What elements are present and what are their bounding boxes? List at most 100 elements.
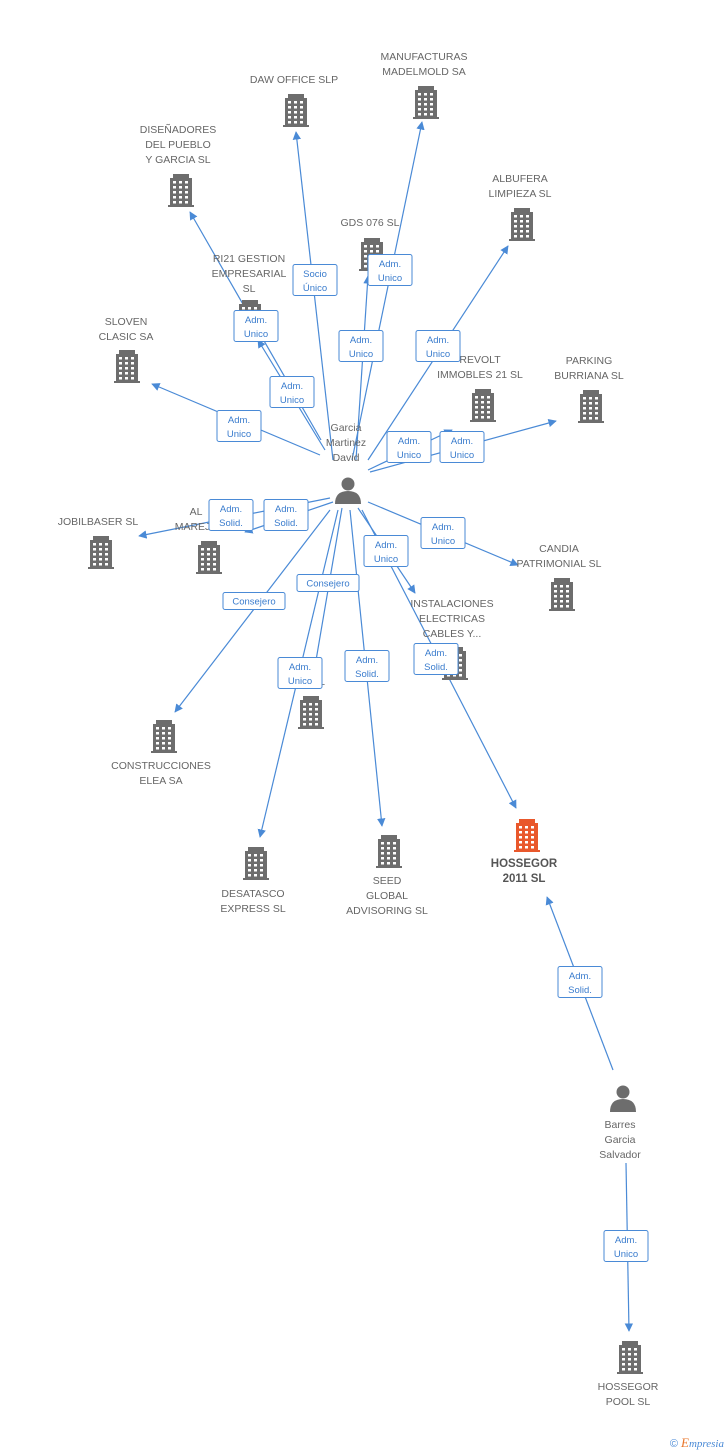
node-label-line: Martinez — [326, 437, 366, 449]
edge-garcia-to-tresl — [310, 507, 343, 679]
node-label-line: REVOLT — [459, 354, 501, 366]
role-tag-text: Adm. — [615, 1235, 637, 1246]
role-tag-text: Único — [303, 283, 327, 294]
role-tag-text: Unico — [426, 349, 450, 360]
role-tag-text: Solid. — [219, 518, 243, 529]
role-tag-garcia-gds[interactable]: Adm.Unico — [338, 330, 384, 362]
role-tag-barres-hossegorpool[interactable]: Adm. Unico — [603, 1230, 649, 1262]
building-icon — [168, 174, 194, 207]
role-tag-text: Unico — [614, 1249, 638, 1260]
role-tag-garcia-instalaciones[interactable]: Adm.Unico — [363, 535, 409, 567]
node-label-line: MADELMOLD SA — [382, 66, 465, 78]
company-node-revolt[interactable]: REVOLT IMMOBLES 21 SL — [437, 354, 523, 422]
role-tag-box — [338, 330, 384, 362]
role-tag-garcia-tresl[interactable]: Consejero — [296, 574, 360, 592]
role-tag-garcia-albufera[interactable]: Adm.Unico — [415, 330, 461, 362]
node-label-line: IMMOBLES 21 SL — [437, 369, 523, 381]
role-tag-box — [557, 966, 603, 998]
role-tag-garcia-alto[interactable]: Adm.Solid. — [263, 499, 309, 531]
building-icon — [151, 720, 177, 753]
node-label-line: Barres — [605, 1119, 636, 1131]
node-label-line: INSTALACIONES — [410, 598, 493, 610]
node-label-line: DISEÑADORES — [140, 123, 216, 136]
role-tag-text: Unico — [397, 450, 421, 461]
node-label-line: SL — [243, 283, 256, 295]
role-tag-garcia-desatasco[interactable]: Adm.Unico — [277, 657, 323, 689]
role-tag-box — [363, 535, 409, 567]
role-tag-text: Solid. — [568, 985, 592, 996]
role-tag-box — [386, 431, 432, 463]
role-tag-garcia-ri21[interactable]: Adm.Unico — [269, 376, 315, 408]
role-tag-text: Adm. — [220, 504, 242, 515]
role-tag-box — [413, 643, 459, 675]
role-tag-box — [233, 310, 279, 342]
node-label-line: PARKING — [566, 355, 612, 367]
edge-garcia-to-gds — [355, 275, 372, 461]
node-label-line: CONSTRUCCIONES — [111, 760, 211, 772]
role-tag-text: Unico — [378, 273, 402, 284]
role-tag-box — [292, 264, 338, 296]
node-label-line: 2011 SL — [503, 873, 546, 885]
building-icon — [114, 350, 140, 383]
node-label-line: MANUFACTURAS — [381, 51, 468, 63]
company-node-disenadores[interactable]: DISEÑADORES DEL PUEBLO Y GARCIA SL — [140, 123, 216, 207]
node-label-line: Garcia — [331, 422, 362, 434]
node-label-line: DESATASCO — [221, 888, 284, 900]
role-tag-garcia-parking[interactable]: Adm.Unico — [439, 431, 485, 463]
role-tag-box — [277, 657, 323, 689]
node-label-line: Y GARCIA SL — [145, 154, 210, 166]
role-tag-box — [269, 376, 315, 408]
node-label-line: ADVISORING SL — [346, 905, 428, 917]
role-tag-garcia-revolt[interactable]: Adm.Unico — [386, 431, 432, 463]
role-tag-box — [415, 330, 461, 362]
role-tag-text: Adm. — [375, 540, 397, 551]
node-label-line: CANDIA — [539, 543, 579, 555]
node-label-line: RI21 GESTION — [213, 253, 285, 265]
company-node-daw[interactable]: DAW OFFICE SLP — [250, 74, 338, 127]
node-label-line: EMPRESARIAL — [212, 268, 287, 280]
role-tag-garcia-seed[interactable]: Adm.Solid. — [344, 650, 390, 682]
role-tag-garcia-hossegor2011[interactable]: Adm.Solid. — [413, 643, 459, 675]
role-tag-text: Adm. — [569, 971, 591, 982]
building-icon — [509, 208, 535, 241]
person-icon — [335, 477, 361, 504]
company-node-construcciones[interactable]: CONSTRUCCIONES ELEA SA — [111, 720, 211, 787]
role-tag-text: Unico — [450, 450, 474, 461]
role-tag-box — [603, 1230, 649, 1262]
company-node-manufacturas[interactable]: MANUFACTURAS MADELMOLD SA — [381, 51, 468, 119]
node-label-line: SEED — [373, 875, 402, 887]
role-tag-text: Solid. — [424, 662, 448, 673]
brand-name: mpresia — [688, 1438, 724, 1450]
nodes-layer: DAW OFFICE SLP MANUFACTURAS MADELMOLD SA DI… — [58, 51, 659, 1408]
role-tag-garcia-disenadores[interactable]: Adm.Unico — [233, 310, 279, 342]
role-tag-garcia-construcciones[interactable]: Consejero — [222, 592, 286, 610]
node-label-line: DEL PUEBLO — [145, 139, 211, 151]
role-tag-text: Adm. — [350, 335, 372, 346]
company-node-jobilbaser[interactable]: JOBILBASER SL — [58, 516, 139, 569]
role-tag-box — [296, 574, 360, 592]
role-tag-garcia-candia[interactable]: Adm.Unico — [420, 517, 466, 549]
role-tag-text: Adm. — [228, 415, 250, 426]
person-icon — [610, 1085, 636, 1112]
role-tag-text: Consejero — [306, 579, 349, 590]
role-tag-box — [367, 254, 413, 286]
role-tag-barres-hossegor2011[interactable]: Adm. Solid. — [557, 966, 603, 998]
role-tag-garcia-manufacturas[interactable]: Adm.Unico — [367, 254, 413, 286]
role-tag-box — [216, 410, 262, 442]
building-icon-highlight — [514, 819, 540, 852]
node-label-line: ELEA SA — [139, 775, 182, 787]
role-tag-garcia-jobilbaser[interactable]: Adm. Solid. — [208, 499, 254, 531]
role-tag-garcia-sloven[interactable]: Adm.Unico — [216, 410, 262, 442]
